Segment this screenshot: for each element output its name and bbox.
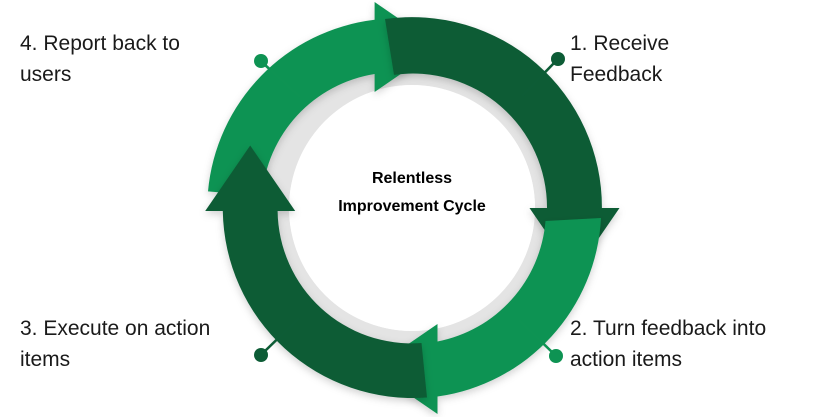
callout-step-3: 3. Execute on action items <box>20 317 211 371</box>
leader-line-2 <box>518 319 563 363</box>
callout-step-1: 1. Receive Feedback <box>570 32 670 86</box>
leader-dot-2 <box>549 349 563 363</box>
leader-dot-3 <box>254 348 268 362</box>
leader-dot-4 <box>254 54 268 68</box>
callout-step-4: 4. Report back to users <box>20 32 180 86</box>
cycle-segment-3[interactable] <box>205 145 427 399</box>
cycle-segment-4[interactable] <box>208 2 440 196</box>
callout-step-2: 2. Turn feedback into action items <box>570 317 767 371</box>
leader-line-1 <box>521 52 565 97</box>
cycle-segment-2[interactable] <box>372 218 601 414</box>
leader-line-3 <box>254 317 300 362</box>
cycle-segment-1[interactable] <box>385 17 620 274</box>
inner-disc <box>289 85 535 331</box>
center-label: Relentless Improvement Cycle <box>338 170 486 215</box>
leader-line-4 <box>254 54 301 98</box>
leader-dot-1 <box>551 52 565 66</box>
ring-backdrop <box>236 33 587 383</box>
